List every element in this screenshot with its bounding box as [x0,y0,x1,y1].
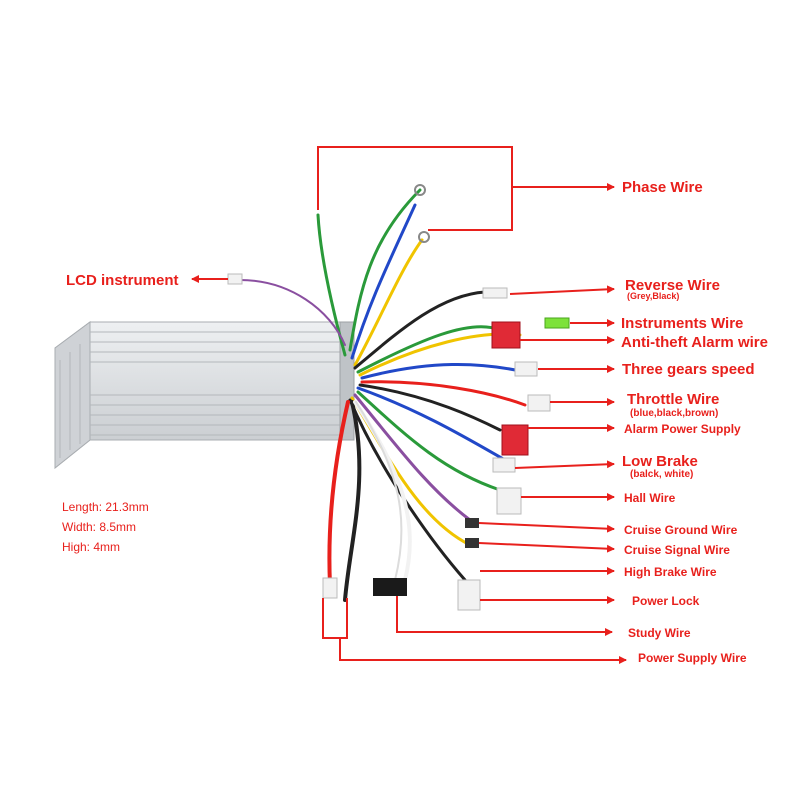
dimension-high: High: 4mm [62,540,120,554]
cruise-signal-wire-label: Cruise Signal Wire [624,543,730,557]
power-lock-connector-icon [457,579,481,611]
high-brake-wire-label: High Brake Wire [624,565,717,579]
study-connector-icon [373,578,407,596]
low-brake-sublabel: (balck, white) [630,469,693,480]
phase-terminal-icon [418,231,430,243]
three-gears-label: Three gears speed [622,361,755,378]
dimension-length: Length: 21.3mm [62,500,149,514]
cruise-ground-wire-label: Cruise Ground Wire [624,523,738,537]
power-lock-label: Power Lock [632,594,700,608]
phase-terminal-icon [414,184,426,196]
reverse-wire-sublabel: (Grey,Black) [627,291,679,301]
throttle-wire-label: Throttle Wire [627,391,719,408]
instrument-connector-icon [544,317,570,329]
low-brake-arrow [514,460,615,469]
hall-connector-icon [496,487,522,515]
wire-harness [239,188,527,602]
brake-connector-icon [492,457,516,473]
lcd-instrument-label: LCD instrument [66,272,179,289]
throttle-connector-icon [527,394,551,412]
dimension-width: Width: 8.5mm [62,520,136,534]
throttle-wire-sublabel: (blue,black,brown) [630,408,718,419]
pointer-lines [191,146,627,664]
study-wire-arrow [396,596,613,636]
cruise-ground-connector-icon [465,518,479,528]
alarm-power-supply-label: Alarm Power Supply [624,422,741,436]
power-supply-wire-label: Power Supply Wire [638,651,747,665]
power-supply-arrow [339,638,627,664]
instruments-wire-label: Instruments Wire [621,315,743,332]
reverse-connector-icon [482,287,508,299]
three-gears-connector-icon [514,361,538,377]
alarm-connector-icon [491,321,521,349]
study-wire-label: Study Wire [628,626,691,640]
cruise-ground-arrow [478,522,615,533]
cruise-signal-arrow [478,542,615,553]
power-supply-bracket [322,598,348,639]
anti-theft-alarm-label: Anti-theft Alarm wire [621,334,768,351]
lcd-connector-icon [227,273,243,285]
controller-body [54,321,355,470]
alarm-power-connector-icon [501,424,529,456]
phase-wire-label: Phase Wire [622,179,703,196]
low-brake-label: Low Brake [622,453,698,470]
cruise-signal-connector-icon [465,538,479,548]
connectors [227,184,570,611]
labels: Phase Wire LCD instrument Reverse Wire (… [62,179,768,665]
power-supply-connector-icon [322,577,338,599]
reverse-wire-label: Reverse Wire [625,277,720,294]
phase-bracket [317,146,513,231]
reverse-wire-arrow [509,285,615,295]
hall-wire-label: Hall Wire [624,491,676,505]
